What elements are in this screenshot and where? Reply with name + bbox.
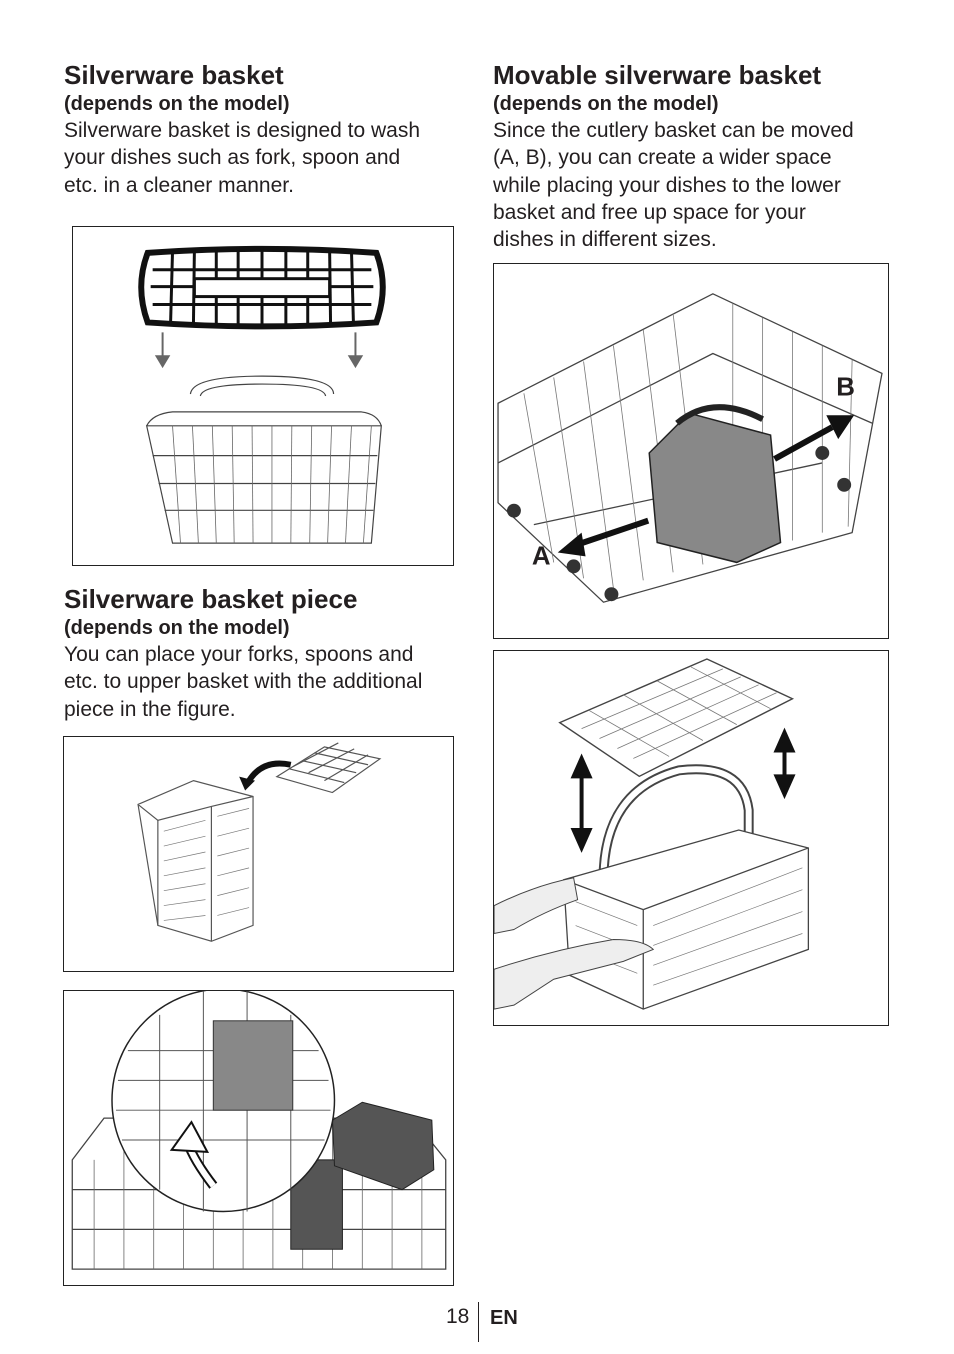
section-subtitle: (depends on the model) [64, 93, 290, 115]
figure-silverware-basket [72, 226, 454, 566]
page-number: 18 [446, 1305, 470, 1328]
body-line: piece in the figure. [64, 697, 236, 721]
section-silverware-basket: Silverware basket (depends on the model)… [64, 60, 464, 199]
body-line: Silverware basket is designed to wash [64, 119, 421, 142]
upper-rack-illustration [71, 991, 447, 1270]
section-title: Silverware basket [64, 60, 284, 90]
figure-basket-lid [493, 650, 889, 1026]
language-code: EN [490, 1307, 518, 1329]
silverware-basket-illustration [138, 245, 386, 544]
basket-piece-illustration [137, 742, 382, 942]
body-line: your dishes such as fork, spoon and [64, 146, 401, 170]
section-subtitle: (depends on the model) [64, 617, 290, 639]
section-subtitle: (depends on the model) [493, 93, 719, 115]
label-a: A [532, 542, 551, 570]
body-line: (A, B), you can create a wider space [493, 146, 832, 170]
body-line: Since the cutlery basket can be moved [493, 119, 854, 142]
section-basket-piece: Silverware basket piece (depends on the … [64, 584, 464, 723]
body-line: etc. to upper basket with the additional [64, 670, 423, 694]
figure-movable-basket: A B [493, 263, 889, 639]
page-footer: 18 EN [0, 1302, 954, 1342]
figure-upper-rack [63, 990, 454, 1286]
section-title: Movable silverware basket [493, 60, 822, 90]
section-title: Silverware basket piece [64, 584, 358, 614]
body-line: basket and free up space for your [493, 200, 806, 224]
basket-lid-illustration [494, 658, 810, 1010]
body-line: etc. in a cleaner manner. [64, 173, 294, 197]
label-b: B [836, 373, 855, 401]
movable-basket-illustration: A B [497, 293, 883, 603]
body-line: dishes in different sizes. [493, 228, 717, 252]
body-line: while placing your dishes to the lower [493, 173, 841, 197]
body-line: You can place your forks, spoons and [64, 643, 414, 666]
footer-divider [478, 1302, 479, 1342]
figure-basket-piece [63, 736, 454, 972]
section-movable-basket: Movable silverware basket (depends on th… [493, 60, 893, 253]
